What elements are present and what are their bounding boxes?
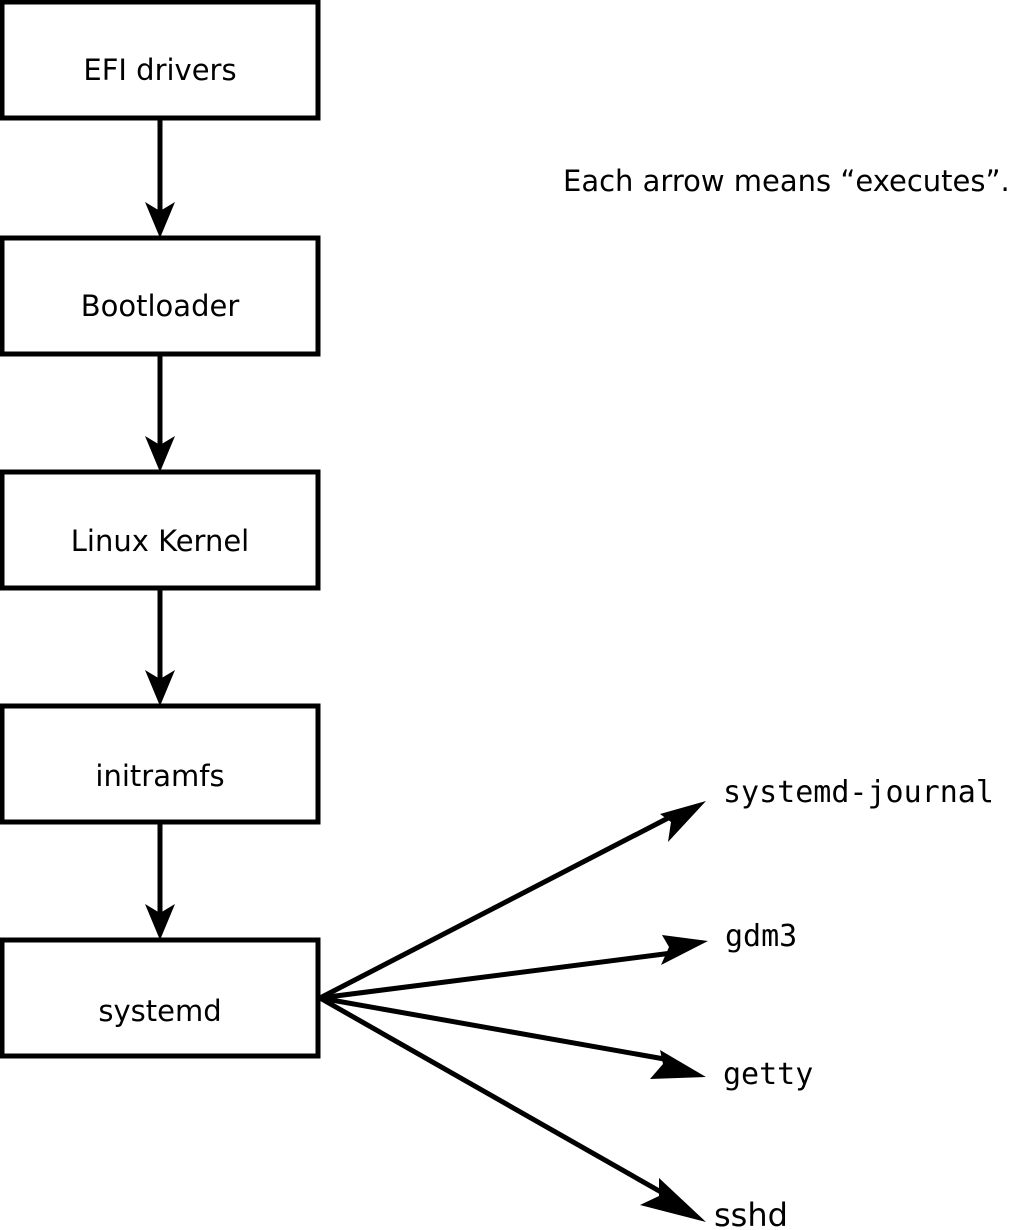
- node-label-linux-kernel: Linux Kernel: [71, 524, 249, 558]
- service-label-sshd: sshd: [714, 1196, 788, 1230]
- chain-arrow-kernel-to-initramfs: [145, 588, 175, 706]
- service-label-systemd-journal: systemd-journal: [723, 775, 994, 810]
- chain-arrow-efi-to-bootloader: [145, 118, 175, 238]
- fan-arrow-gdm3: [319, 935, 708, 1001]
- fan-arrow-getty: [319, 995, 706, 1079]
- node-label-systemd: systemd: [98, 994, 221, 1028]
- node-label-bootloader: Bootloader: [81, 289, 240, 323]
- node-linux-kernel[interactable]: Linux Kernel: [0, 469, 321, 591]
- node-initramfs[interactable]: initramfs: [0, 703, 321, 825]
- legend-caption: Each arrow means “executes”.: [563, 164, 1010, 198]
- node-label-initramfs: initramfs: [95, 759, 224, 793]
- chain-arrow-bootloader-to-kernel: [145, 354, 175, 472]
- node-label-efi-drivers: EFI drivers: [83, 53, 236, 87]
- node-efi-drivers[interactable]: EFI drivers: [0, 0, 321, 121]
- node-bootloader[interactable]: Bootloader: [0, 235, 321, 357]
- node-systemd[interactable]: systemd: [0, 937, 321, 1059]
- fan-arrow-sshd: [318, 995, 706, 1222]
- fan-arrow-systemd-journal: [318, 801, 706, 1001]
- service-label-gdm3: gdm3: [725, 919, 797, 954]
- chain-arrow-initramfs-to-systemd: [145, 822, 175, 940]
- service-label-getty: getty: [723, 1057, 813, 1092]
